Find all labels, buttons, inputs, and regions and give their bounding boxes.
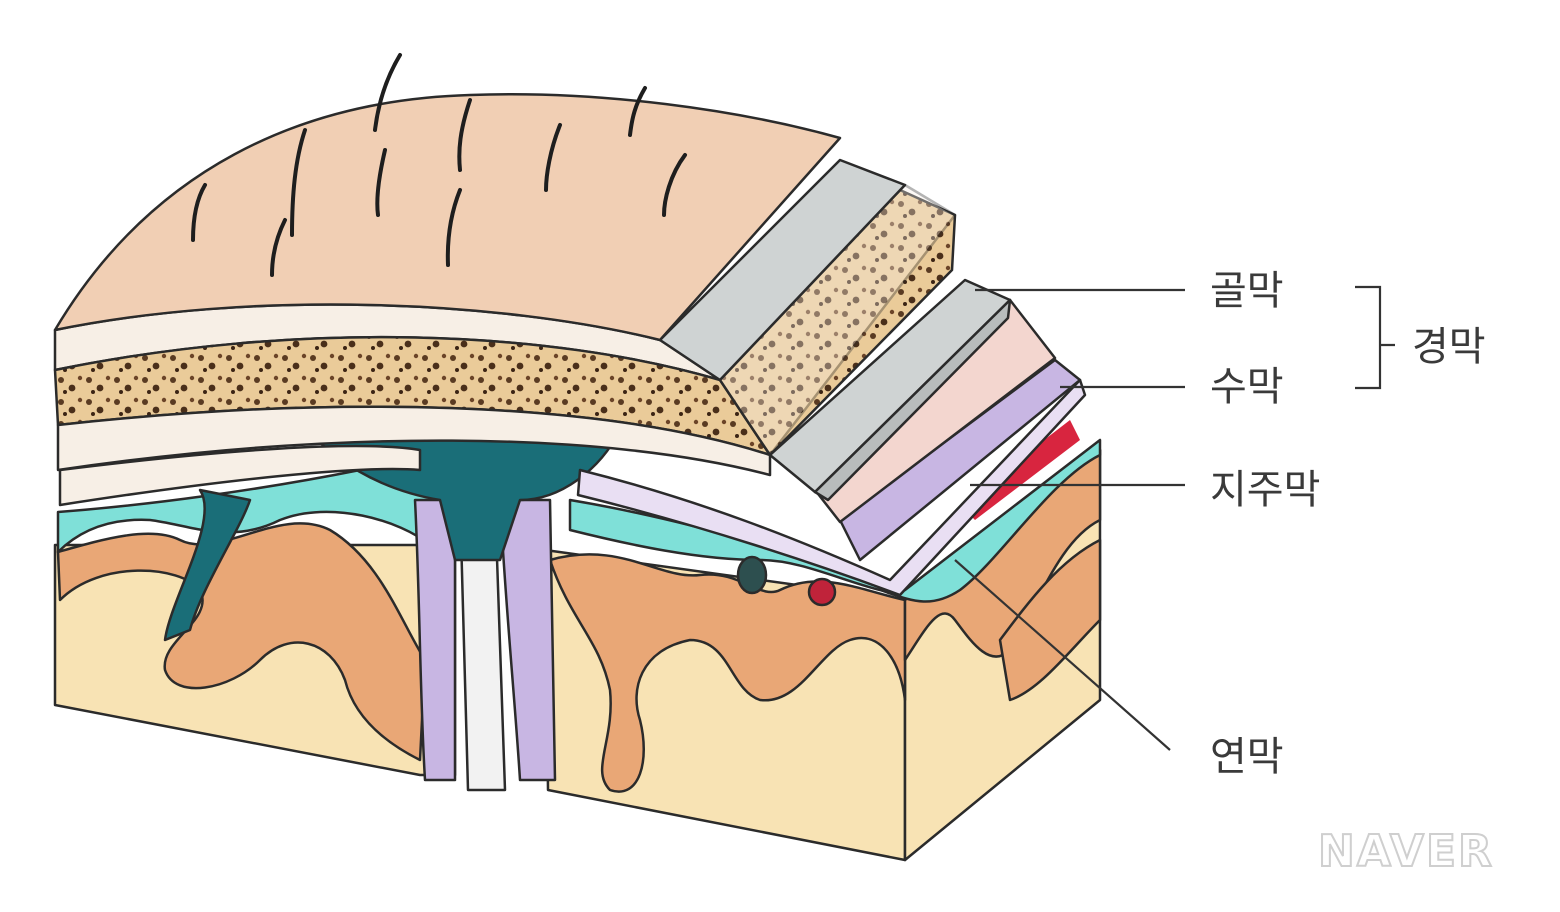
arachnoid-trabeculae-right (498, 498, 557, 782)
label-arachnoid: 지주막 (1210, 467, 1320, 513)
skull-inner-table (56, 405, 772, 477)
pia-layer (576, 378, 1087, 597)
brain-block (53, 448, 1102, 862)
hair-strands (191, 53, 687, 277)
label-periosteal: 골막 (1210, 268, 1284, 314)
label-dura-mater: 경막 (1412, 324, 1486, 370)
skull-inner-edge (58, 444, 422, 507)
label-meningeal: 수막 (1210, 364, 1284, 410)
sinus-branch (163, 488, 252, 642)
gray-matter-side-2 (998, 538, 1102, 702)
skull-side-strip (658, 158, 907, 382)
gray-matter-side (903, 448, 1102, 662)
membrane-layers (576, 278, 1087, 597)
periosteal-layer-edge (813, 298, 1012, 502)
vein (736, 555, 768, 595)
naver-watermark: NAVER (1318, 826, 1494, 877)
leader-pia (954, 559, 1171, 751)
skull-side-cream (718, 183, 957, 457)
leader-lines (954, 285, 1395, 751)
scalp (53, 53, 842, 342)
scalp-top (53, 92, 842, 342)
dura-bracket (1355, 285, 1395, 390)
arachnoid-trabeculae-left (413, 498, 457, 782)
label-pia: 연막 (1210, 734, 1284, 780)
artery (807, 577, 837, 607)
